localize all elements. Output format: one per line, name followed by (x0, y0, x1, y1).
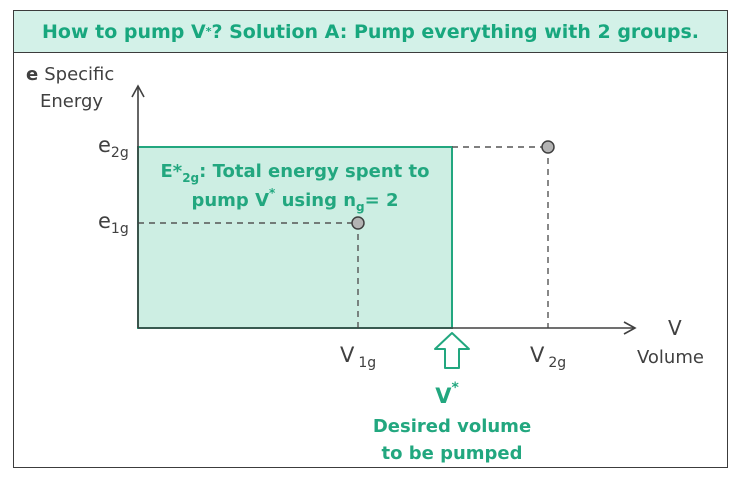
title-sup: * (205, 25, 212, 38)
tick-v2g-base: V (530, 343, 545, 367)
tick-e2g-base: e (98, 133, 111, 157)
y-axis-letter: e (26, 64, 38, 85)
tick-v1g-sub: 1g (358, 355, 376, 371)
title-part2: ? Solution A: Pump everything with 2 gro… (211, 20, 699, 43)
tick-e2g-sub: 2g (111, 145, 129, 161)
x-axis-letter: V (668, 316, 682, 340)
area-label-equals: = 2 (365, 190, 399, 211)
diagram-frame: How to pump V*? Solution A: Pump everyth… (13, 10, 728, 468)
area-label-v-sup: * (269, 186, 276, 200)
tick-v2g-sub: 2g (548, 355, 566, 371)
area-label-using: using n (275, 190, 356, 211)
title-banner: How to pump V*? Solution A: Pump everyth… (14, 11, 727, 53)
desired-volume-sup: * (451, 380, 459, 396)
energy-area (137, 146, 453, 329)
area-label-pump: pump V (191, 190, 269, 211)
x-axis-label: Volume (637, 347, 704, 368)
area-label-e-sub: 2g (182, 171, 199, 185)
area-label-line1: E*2g: Total energy spent to (160, 161, 429, 185)
area-label-e: E* (160, 161, 182, 182)
desired-volume-line2: to be pumped (381, 443, 522, 464)
desired-volume-arrow-icon (434, 332, 470, 369)
y-axis-label-line1: e Specific (26, 64, 114, 85)
area-label-n-sub: g (356, 200, 365, 214)
point-2g (541, 140, 555, 154)
desired-volume-line1: Desired volume (373, 416, 531, 437)
desired-volume-v: V (435, 384, 452, 408)
area-label-line1-rest: : Total energy spent to (199, 161, 429, 182)
title-part1: How to pump V (42, 20, 206, 43)
tick-e1g: e1g (98, 209, 129, 237)
area-label-line2: pump V* using ng= 2 (191, 186, 398, 214)
tick-e2g: e2g (98, 133, 129, 161)
tick-e1g-base: e (98, 209, 111, 233)
tick-e1g-sub: 1g (111, 221, 129, 237)
point-1g (351, 216, 365, 230)
y-axis-word1: Specific (44, 64, 114, 85)
desired-volume-symbol: V* (435, 380, 459, 408)
y-axis-label-line2: Energy (40, 91, 103, 112)
tick-v1g-base: V (340, 343, 355, 367)
